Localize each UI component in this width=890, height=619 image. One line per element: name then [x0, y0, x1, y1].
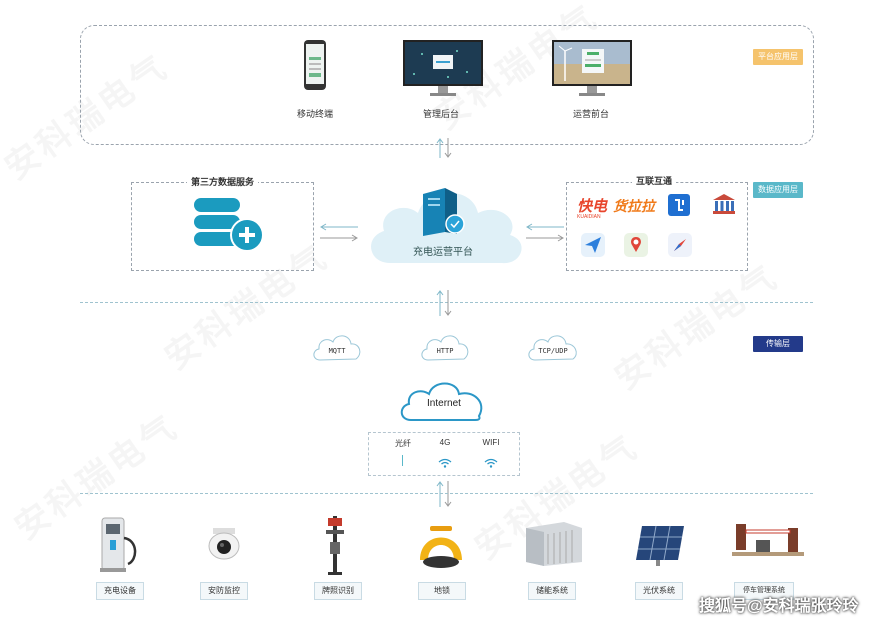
- kuaidian-sub: KUAIDIAN: [577, 214, 601, 220]
- kuaidian-logo: 快电 KUAIDIAN: [577, 195, 607, 220]
- wifi-icon: [484, 455, 498, 473]
- management-backend-label: 管理后台: [422, 109, 459, 119]
- platform-label: 充电运营平台: [413, 247, 473, 258]
- server-icon: [419, 186, 465, 243]
- internet-label: Internet: [427, 398, 461, 409]
- vertical-arrows-bottom: [436, 481, 452, 507]
- right-arrows: [526, 223, 564, 242]
- tcpudp-cloud: TCP/UDP: [525, 330, 581, 364]
- device-label-storage: 储能系统: [528, 582, 576, 600]
- transport-layer-tag: 传输层: [753, 336, 803, 352]
- left-arrows: [320, 223, 358, 242]
- device-label-lock: 地锁: [418, 582, 466, 600]
- mobile-terminal-label: 移动终端: [296, 109, 333, 119]
- mobile-phone-icon: [303, 39, 327, 96]
- device-label-plate: 牌照识别: [314, 582, 362, 600]
- link-app-icon: [668, 194, 690, 221]
- huolala-logo: 货拉拉: [613, 198, 655, 214]
- watermark: 安科瑞电气: [8, 407, 186, 548]
- vertical-arrows-top: [436, 138, 452, 158]
- watermark: 安科瑞电气: [608, 257, 786, 398]
- operation-frontend-label: 运营前台: [572, 109, 609, 119]
- kuaidian-name: 快电: [577, 198, 608, 215]
- solar-panel-icon: [634, 524, 686, 573]
- separator-2: [80, 493, 813, 494]
- bank-icon: [711, 192, 737, 221]
- parking-gate-icon: [732, 516, 804, 569]
- camera-icon: [205, 526, 243, 567]
- device-label-camera: 安防监控: [200, 582, 248, 600]
- baidu-map-icon: [624, 233, 648, 262]
- tcpudp-label: TCP/UDP: [538, 347, 568, 355]
- management-monitor-icon: [402, 39, 484, 102]
- fiber-label: 光纤: [395, 439, 411, 448]
- energy-storage-icon: [524, 520, 584, 573]
- device-label-charger: 充电设备: [96, 582, 144, 600]
- platform-app-layer-box: [80, 25, 814, 145]
- wifi-label: WIFI: [482, 438, 500, 447]
- fiber-line-icon: [402, 455, 403, 466]
- separator-1: [80, 302, 813, 303]
- http-cloud: HTTP: [418, 330, 472, 364]
- vertical-arrows-mid: [436, 290, 452, 316]
- operation-monitor-icon: [551, 39, 633, 102]
- third-party-title: 第三方数据服务: [187, 175, 259, 188]
- paper-plane-map-icon: [581, 233, 605, 262]
- plate-recognition-icon: [320, 512, 350, 581]
- device-label-solar: 光伏系统: [635, 582, 683, 600]
- interconnect-title: 互联互通: [632, 174, 677, 187]
- mqtt-label: MQTT: [328, 347, 346, 355]
- compass-map-icon: [668, 233, 692, 262]
- mqtt-cloud: MQTT: [310, 330, 364, 364]
- database-plus-icon: [192, 196, 268, 259]
- links-box: [368, 432, 520, 476]
- 4g-wifi-icon: [438, 455, 452, 473]
- charger-icon: [98, 516, 142, 579]
- internet-cloud: Internet: [397, 376, 491, 424]
- 4g-label: 4G: [439, 438, 451, 447]
- data-app-layer-tag: 数据应用层: [753, 182, 803, 198]
- footer-watermark: 搜狐号@安科瑞张玲玲: [699, 598, 859, 615]
- http-label: HTTP: [436, 347, 454, 355]
- platform-app-layer-tag: 平台应用层: [753, 49, 803, 65]
- device-label-gate: 停车管理系统: [734, 582, 794, 600]
- parking-lock-icon: [416, 520, 466, 575]
